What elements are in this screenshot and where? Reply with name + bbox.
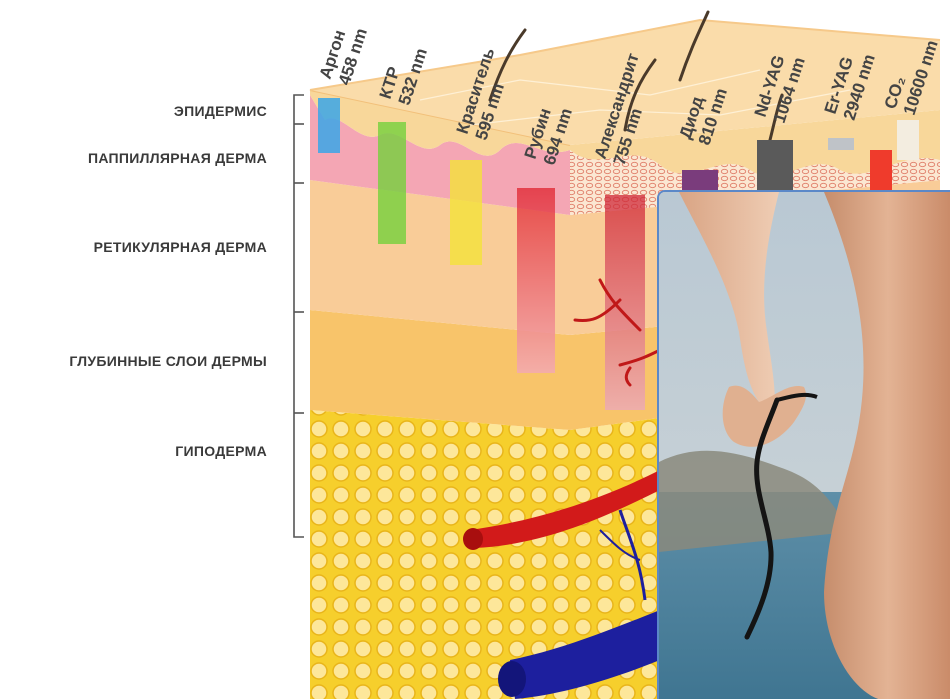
photo-inset [657,190,950,699]
beam-co2 [870,150,892,190]
beam-ktp [378,122,406,244]
layer-bracket [294,95,304,537]
beam-ndyag [757,140,793,190]
beam-dye [450,160,482,265]
beam-argon [318,98,340,153]
beam-diode [682,170,718,190]
beam-eryag [828,138,854,150]
bikini-photo [659,192,950,699]
front-face [310,90,570,699]
